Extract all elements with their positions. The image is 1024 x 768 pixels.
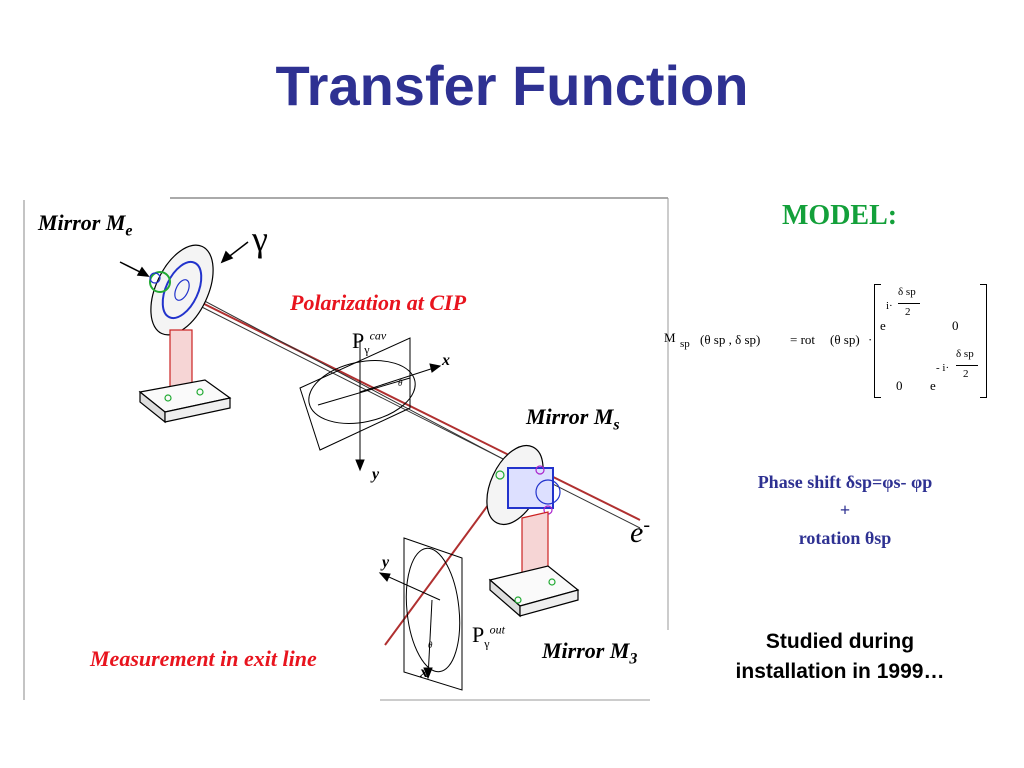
mirror-m3-text: Mirror M: [542, 638, 630, 663]
m22-e: e: [930, 378, 936, 393]
polarization-cip-label: Polarization at CIP: [290, 290, 467, 315]
measurement-exit-label: Measurement in exit line: [90, 646, 317, 671]
axis-y-cavity: y: [372, 466, 380, 483]
mirror-m3-subscript: 3: [629, 650, 638, 668]
formula-lhs-args: (θ sp , δ sp): [700, 332, 761, 347]
formula-lhs: M: [664, 330, 676, 345]
studied-line-2: installation in 1999…: [735, 660, 945, 683]
studied-note: Studied during installation in 1999…: [690, 627, 990, 687]
p-cav-subscript: γ: [364, 342, 370, 357]
formula-lhs-sub: sp: [680, 338, 690, 350]
formula-equals-rot: = rot: [790, 332, 816, 347]
gamma-arrows: [119, 241, 249, 277]
mirror-me-text: Mirror M: [38, 210, 126, 235]
phase-plus-line: +: [839, 500, 851, 520]
slide-title: Transfer Function: [275, 54, 749, 117]
matrix-right-bracket: [980, 284, 987, 398]
m11-frac-num: δ sp: [898, 286, 916, 298]
axis-x-cavity: x: [442, 352, 450, 369]
exit-beam-line: [384, 481, 506, 646]
p-out-subscript: γ: [484, 636, 490, 651]
matrix-left-bracket: [874, 284, 881, 398]
beam-line-lower: [179, 295, 641, 529]
electron-superscript: -: [643, 514, 650, 536]
beam-line-upper: [179, 287, 521, 469]
formula-rot-args: (θ sp): [830, 332, 860, 347]
rotation-line: rotation θsp: [798, 528, 892, 548]
phase-shift-text: Phase shift δsp=φs- φp + rotation θsp: [700, 468, 990, 552]
electron-label: e-: [630, 514, 650, 550]
p-out-superscript: out: [489, 622, 505, 637]
m11-frac-bar: [898, 303, 920, 304]
p-cav-superscript: cav: [369, 328, 387, 343]
m22-exp: - i·: [936, 362, 950, 374]
axis-x-exit: x: [420, 664, 428, 681]
mirror-m3-label: Mirror M3: [542, 638, 637, 668]
mirror-ms-text: Mirror M: [526, 404, 614, 429]
p-out-label: Pγout: [472, 622, 505, 651]
mirror-ms-assembly: [486, 445, 580, 618]
m21-value: 0: [896, 378, 903, 393]
phase-shift-line: Phase shift δsp=φs- φp: [757, 472, 933, 492]
m22-frac-den: 2: [963, 368, 969, 380]
gamma-symbol: γ: [252, 219, 268, 259]
electron-text: e: [630, 516, 644, 549]
cavity-polarization-plane: [299, 337, 442, 472]
p-out-letter: P: [472, 622, 485, 647]
mirror-me-subscript: e: [125, 222, 133, 240]
formula-dot: ·: [868, 332, 873, 347]
transfer-matrix-formula: M sp (θ sp , δ sp) = rot (θ sp) · i· δ s…: [660, 280, 1000, 400]
m22-frac-bar: [956, 365, 978, 366]
mirror-ms-label: Mirror Ms: [526, 404, 620, 434]
axis-y-exit: y: [382, 554, 390, 571]
p-cav-letter: P: [352, 328, 365, 353]
m11-frac-den: 2: [905, 306, 911, 318]
m11-exp: i·: [886, 300, 893, 312]
m22-frac-num: δ sp: [956, 348, 974, 360]
m11-e: e: [880, 318, 886, 333]
p-cav-label: Pγcav: [352, 328, 386, 357]
studied-line-1: Studied during: [765, 630, 915, 653]
exit-polarization-plane: [378, 537, 463, 691]
angle-cavity: θ: [398, 378, 403, 388]
mirror-ms-subscript: s: [613, 416, 620, 434]
m12-value: 0: [952, 318, 959, 333]
model-heading: MODEL:: [782, 200, 898, 231]
mirror-me-assembly: [138, 244, 232, 424]
mirror-me-label: Mirror Me: [38, 210, 133, 240]
angle-exit: θ: [428, 640, 433, 650]
